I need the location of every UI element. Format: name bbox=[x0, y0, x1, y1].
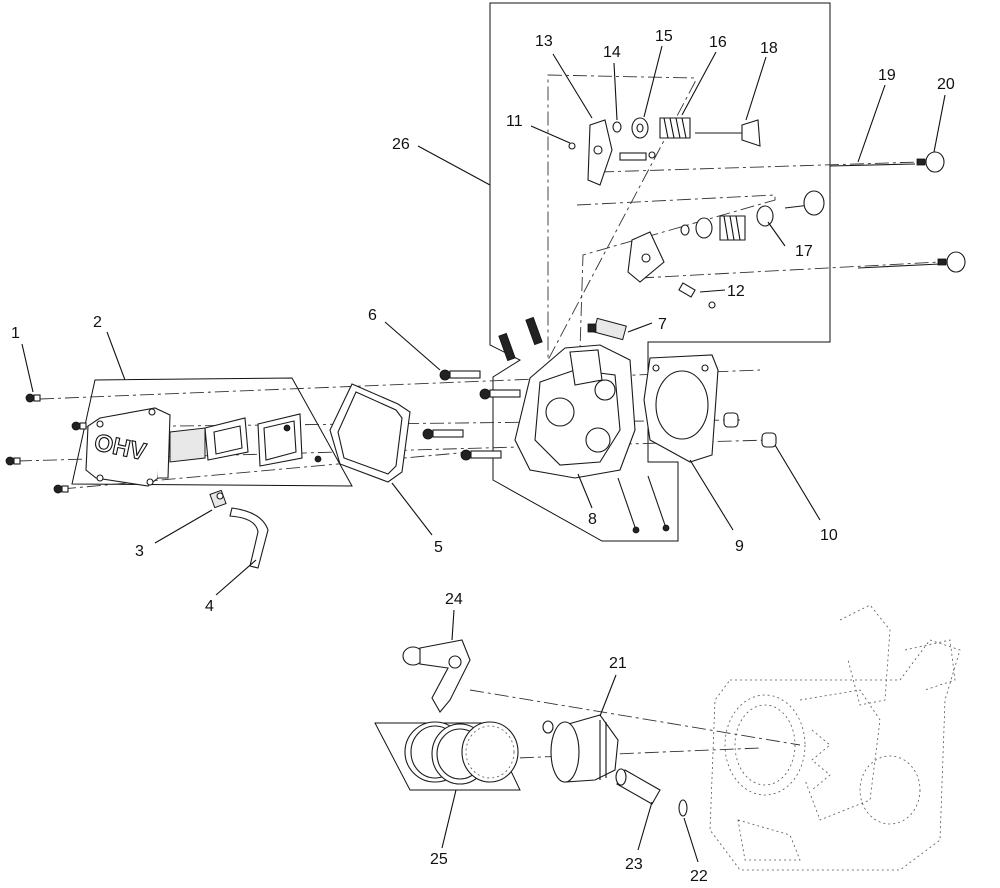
retaining-clips bbox=[568, 142, 716, 309]
cover-screw bbox=[53, 484, 69, 494]
leader-lines bbox=[21, 45, 946, 863]
callout-12: 12 bbox=[727, 283, 745, 300]
callout-10: 10 bbox=[820, 527, 838, 544]
valve-train-assembly-box bbox=[489, 2, 831, 542]
callout-17: 17 bbox=[795, 243, 813, 260]
valve-cover-gasket bbox=[329, 383, 411, 483]
valve-spring-lower bbox=[695, 205, 774, 241]
piston-pin-clip bbox=[678, 799, 688, 817]
head-bolt bbox=[439, 369, 481, 381]
head-bolt bbox=[460, 449, 502, 461]
breather-hose bbox=[229, 507, 269, 569]
pushrod-studs bbox=[498, 316, 543, 362]
rocker-pivot-pin bbox=[619, 152, 696, 298]
head-gasket bbox=[643, 354, 719, 463]
callout-3: 3 bbox=[135, 543, 144, 560]
callout-14: 14 bbox=[603, 44, 621, 61]
cover-screw bbox=[25, 393, 41, 403]
valve-spring-cap-upper bbox=[631, 117, 649, 139]
callout-22: 22 bbox=[690, 868, 708, 885]
valve-intake bbox=[784, 190, 825, 216]
valve-assembly-outline-lower bbox=[576, 194, 776, 351]
callout-2: 2 bbox=[93, 314, 102, 331]
piston bbox=[550, 714, 619, 783]
piston-pin bbox=[615, 768, 661, 805]
valve-exhaust bbox=[695, 119, 761, 147]
head-bolt bbox=[479, 388, 521, 400]
cover-assembly-box bbox=[71, 377, 353, 487]
piston-pin-clip-left bbox=[542, 720, 554, 734]
callout-24: 24 bbox=[445, 591, 463, 608]
cover-screw bbox=[71, 421, 87, 431]
callout-8: 8 bbox=[588, 511, 597, 528]
callout-7: 7 bbox=[658, 316, 667, 333]
callout-15: 15 bbox=[655, 28, 673, 45]
piston-rings bbox=[404, 721, 519, 785]
breather-fitting bbox=[209, 489, 227, 509]
callout-9: 9 bbox=[735, 538, 744, 555]
rocker-arm-lower bbox=[627, 231, 665, 283]
pushrods bbox=[617, 475, 670, 534]
dowel-pins bbox=[723, 412, 777, 448]
valve-spring-upper bbox=[659, 117, 691, 139]
valve-spring-retainers bbox=[612, 121, 690, 236]
cover-screw bbox=[314, 455, 322, 463]
valve-cover: OHV bbox=[85, 407, 171, 487]
cylinder-head bbox=[514, 344, 636, 479]
crankcase bbox=[709, 604, 961, 871]
cover-screw bbox=[283, 424, 291, 432]
cover-screw bbox=[5, 456, 21, 466]
connecting-rod bbox=[402, 639, 471, 713]
callout-26: 26 bbox=[392, 136, 410, 153]
tappets bbox=[916, 151, 966, 273]
callout-25: 25 bbox=[430, 851, 448, 868]
callout-18: 18 bbox=[760, 40, 778, 57]
callout-21: 21 bbox=[609, 655, 627, 672]
cover-screws bbox=[5, 393, 322, 494]
head-bolts bbox=[422, 369, 521, 461]
callout-20: 20 bbox=[937, 76, 955, 93]
callout-19: 19 bbox=[878, 67, 896, 84]
rocker-arm-upper bbox=[587, 119, 613, 186]
callout-5: 5 bbox=[434, 539, 443, 556]
callout-1: 1 bbox=[11, 325, 20, 342]
breather-plates bbox=[169, 413, 303, 467]
piston-rings-box bbox=[374, 722, 521, 791]
spark-plug bbox=[587, 317, 627, 341]
callout-13: 13 bbox=[535, 33, 553, 50]
callout-numbers: 1 2 3 4 5 6 7 8 9 10 11 12 13 14 15 16 1… bbox=[11, 28, 955, 885]
callout-4: 4 bbox=[205, 598, 214, 615]
pushrod-long bbox=[829, 163, 941, 269]
callout-16: 16 bbox=[709, 34, 727, 51]
callout-23: 23 bbox=[625, 856, 643, 873]
callout-11: 11 bbox=[506, 113, 523, 130]
head-bolt bbox=[422, 428, 464, 440]
callout-6: 6 bbox=[368, 307, 377, 324]
valve-assembly-outline-upper bbox=[547, 74, 696, 361]
